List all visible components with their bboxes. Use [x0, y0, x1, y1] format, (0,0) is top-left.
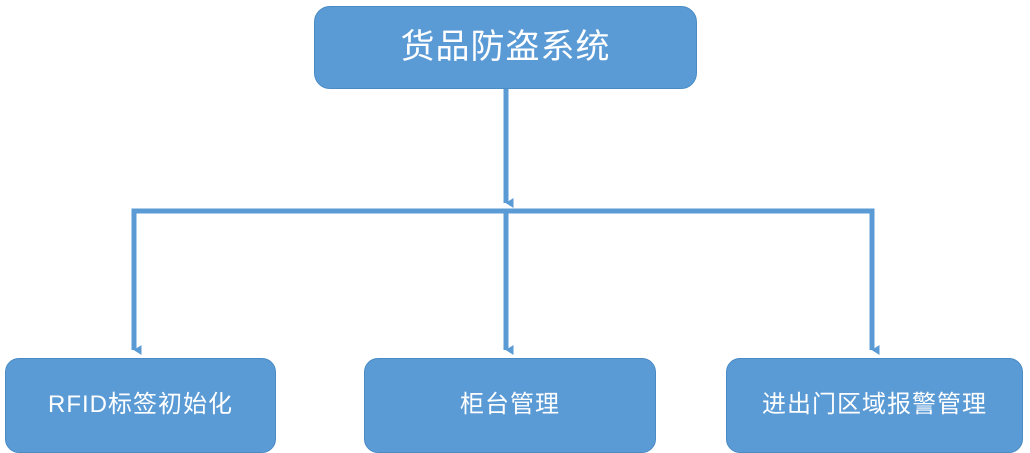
node-child-rfid-tag-init[interactable]: RFID标签初始化 — [5, 358, 276, 453]
node-child-label: 柜台管理 — [460, 391, 560, 419]
node-child-gate-area-alarm-management[interactable]: 进出门区域报警管理 — [726, 358, 1023, 453]
node-child-label: RFID标签初始化 — [48, 391, 233, 419]
node-root-system[interactable]: 货品防盗系统 — [314, 6, 697, 89]
node-child-label: 进出门区域报警管理 — [762, 391, 987, 419]
node-child-counter-management[interactable]: 柜台管理 — [364, 358, 656, 453]
node-root-label: 货品防盗系统 — [400, 27, 611, 66]
